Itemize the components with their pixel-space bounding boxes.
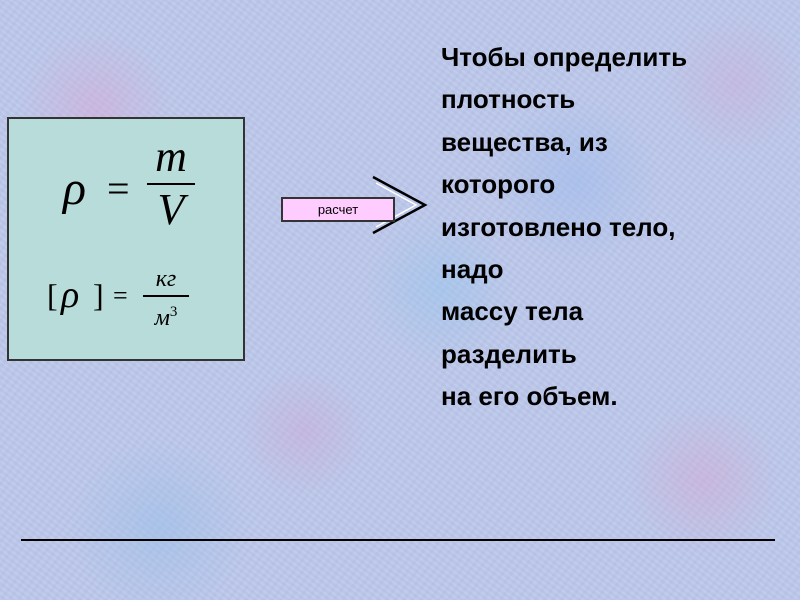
density-symbol: ρ <box>63 162 87 215</box>
formula-box: ρ = m V [ ρ ] = кг м3 <box>7 117 245 361</box>
volume-symbol: V <box>157 185 185 234</box>
unit-meter: м <box>154 304 170 331</box>
unit-fraction: кг м3 <box>143 267 189 330</box>
unit-exponent: 3 <box>169 303 178 320</box>
mass-symbol: m <box>155 132 187 181</box>
equals-sign: = <box>107 166 130 211</box>
unit-equals-sign: = <box>113 281 128 310</box>
description-line: изготовлено тело, <box>441 211 676 242</box>
description-line: Чтобы определить <box>441 42 688 72</box>
fraction-bar <box>147 183 195 185</box>
description-line: вещества, из <box>441 126 608 157</box>
mass-volume-fraction: m V <box>147 135 195 233</box>
density-symbol-unit: ρ <box>61 274 80 316</box>
unit-fraction-bar <box>143 295 189 297</box>
density-description: Чтобы определить плотность вещества, из … <box>441 36 791 418</box>
bracket-close: ] <box>93 277 104 313</box>
unit-cubic-meter: м3 <box>143 300 189 330</box>
description-line: надо <box>441 254 504 285</box>
description-line: плотность <box>441 84 576 115</box>
calculate-button[interactable]: расчет <box>281 197 395 222</box>
description-line: на его объем. <box>441 381 618 412</box>
description-line: разделить <box>441 338 577 369</box>
description-line: которого <box>441 169 556 200</box>
unit-kg: кг <box>155 266 177 292</box>
bottom-divider <box>21 539 775 541</box>
bracket-open: [ <box>47 277 58 313</box>
description-line: массу тела <box>441 296 584 327</box>
